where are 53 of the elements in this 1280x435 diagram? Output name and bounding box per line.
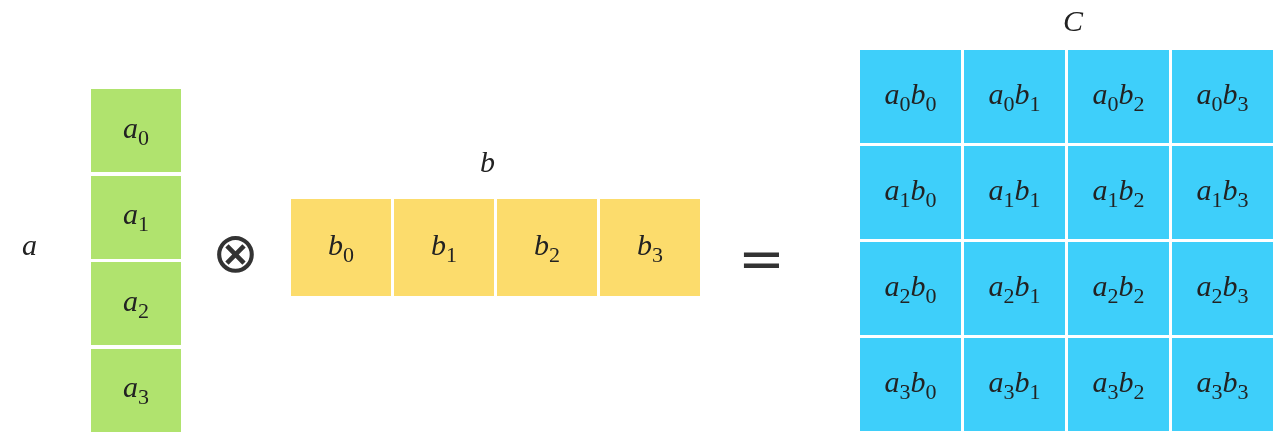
cell-expression: a$_{2}$b$_{3}$ [1196, 268, 1249, 309]
matrix-cell [964, 242, 1065, 335]
matrix-cell [860, 338, 961, 431]
cell-expression: a$_{3}$b$_{0}$ [884, 364, 937, 405]
cell-expression: a$_{0}$b$_{1}$ [988, 76, 1041, 117]
cell-expression: a$_{1}$b$_{0}$ [884, 172, 937, 213]
matrix-cell [91, 348, 181, 432]
matrix-cell [1068, 242, 1169, 335]
matrix-cell [860, 242, 961, 335]
matrix-cell [91, 175, 181, 259]
matrix-cell [1068, 338, 1169, 431]
vector-label: a [22, 228, 37, 262]
matrix-cell [1068, 146, 1169, 239]
outer-product-symbol: ⊗ [212, 220, 259, 285]
cell-expression: a$_{0}$b$_{3}$ [1196, 76, 1249, 117]
cell-expression: b$_{1}$ [431, 227, 457, 268]
matrix-cell [394, 199, 494, 296]
matrix-cell [1172, 338, 1273, 431]
matrix-cell [91, 262, 181, 345]
matrix-cell [964, 50, 1065, 143]
cell-expression: a$_{0}$b$_{0}$ [884, 76, 937, 117]
cell-expression: a$_{3}$b$_{3}$ [1196, 364, 1249, 405]
cell-expression: a$_{3}$ [123, 370, 149, 410]
cell-expression: a$_{2}$b$_{0}$ [884, 268, 937, 309]
cell-expression: a$_{3}$b$_{1}$ [988, 364, 1041, 405]
cell-expression: a$_{1}$b$_{2}$ [1092, 172, 1145, 213]
cell-expression: b$_{0}$ [328, 227, 354, 268]
cell-expression: a$_{1}$b$_{1}$ [988, 172, 1041, 213]
cell-expression: a$_{0}$ [123, 110, 149, 151]
matrix-cell [860, 50, 961, 143]
matrix-label: C [1063, 4, 1083, 38]
matrix-cell [1172, 50, 1273, 143]
cell-expression: b$_{3}$ [637, 227, 663, 268]
cell-expression: a$_{3}$b$_{2}$ [1092, 364, 1145, 405]
matrix-cell [1172, 146, 1273, 239]
matrix-cell [964, 146, 1065, 239]
matrix-cell [860, 146, 961, 239]
equals-sign: = [738, 226, 785, 291]
matrix-cell [600, 199, 700, 296]
matrix-cell [91, 89, 181, 172]
cell-expression: a$_{2}$b$_{1}$ [988, 268, 1041, 309]
cell-expression: b$_{2}$ [534, 227, 560, 268]
cell-expression: a$_{2}$ [123, 283, 149, 324]
matrix-cell [964, 338, 1065, 431]
cell-expression: a$_{1}$ [123, 197, 149, 237]
matrix-cell [1068, 50, 1169, 143]
vector-label: b [480, 145, 495, 179]
matrix-cell [497, 199, 597, 296]
cell-expression: a$_{0}$b$_{2}$ [1092, 76, 1145, 117]
matrix-cell [291, 199, 391, 296]
cell-expression: a$_{2}$b$_{2}$ [1092, 268, 1145, 309]
matrix-cell [1172, 242, 1273, 335]
cell-expression: a$_{1}$b$_{3}$ [1196, 172, 1249, 213]
